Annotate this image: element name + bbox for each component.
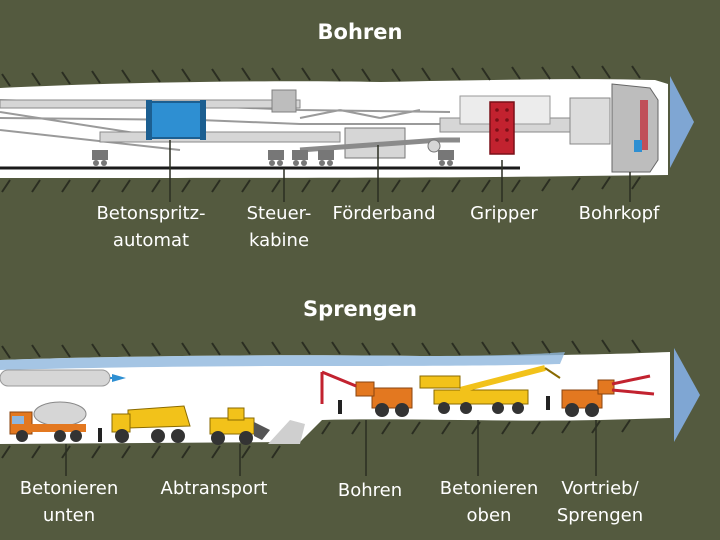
tbm-conveyor-drum bbox=[427, 139, 441, 153]
worker-2 bbox=[338, 400, 342, 414]
label-gripper: Gripper bbox=[470, 203, 538, 224]
tbm-cutter-red bbox=[640, 100, 648, 150]
blast-rubble bbox=[268, 420, 305, 444]
tbm-conveyor-belt bbox=[299, 137, 460, 153]
label-betonieren-oben: Betonieren oben bbox=[439, 478, 539, 526]
blast-rock-ticks bbox=[1, 339, 641, 459]
tbm-leader-lines bbox=[169, 140, 631, 202]
label-foerderband: Förderband bbox=[332, 203, 436, 224]
blast-vent-pipe bbox=[0, 369, 111, 387]
blast-tunnel bbox=[0, 339, 700, 476]
label-bohren: Bohren bbox=[337, 480, 403, 501]
label-abtransport: Abtransport bbox=[160, 478, 268, 499]
vehicle-dump-truck bbox=[111, 405, 191, 443]
tbm-hopper bbox=[271, 89, 297, 113]
tbm-direction-arrow bbox=[670, 76, 694, 168]
vehicle-crane bbox=[419, 365, 561, 414]
blast-vent-arrow bbox=[112, 374, 126, 382]
tbm-rock-ticks bbox=[1, 65, 641, 193]
blast-direction-arrow bbox=[674, 348, 700, 442]
vehicle-drill-jumbo bbox=[320, 370, 413, 417]
tbm-gripper bbox=[489, 101, 515, 155]
blast-leader-lines bbox=[65, 420, 597, 476]
tbm-spritz-unit bbox=[149, 101, 203, 139]
label-betonspritzautomat: Betonspritz- automat bbox=[96, 203, 206, 251]
title-bohren: Bohren bbox=[317, 20, 403, 44]
vehicle-mixer-truck bbox=[9, 401, 87, 442]
title-sprengen: Sprengen bbox=[303, 297, 417, 321]
label-bohrkopf: Bohrkopf bbox=[578, 203, 660, 224]
tbm-shield bbox=[569, 97, 611, 145]
tbm-girder-bar-lower bbox=[99, 131, 341, 143]
tbm-spritz-cap-right bbox=[200, 100, 206, 140]
label-vortrieb-sprengen: Vortrieb/ Sprengen bbox=[556, 478, 644, 526]
worker bbox=[98, 428, 102, 442]
tbm-cutter-blue bbox=[634, 140, 642, 152]
label-betonieren-unten: Betonieren unten bbox=[19, 478, 119, 526]
worker-3 bbox=[546, 396, 550, 410]
tbm-bogies bbox=[92, 150, 454, 166]
label-steuerkabine: Steuer- kabine bbox=[246, 203, 312, 251]
tbm-tunnel bbox=[0, 65, 694, 202]
vehicle-loader bbox=[209, 407, 270, 445]
tbm-spritz-cap-left bbox=[146, 100, 152, 140]
tbm-bohrkopf bbox=[611, 83, 659, 173]
blast-water-strip bbox=[0, 352, 565, 370]
vehicle-drill-jumbo-2 bbox=[561, 374, 655, 417]
